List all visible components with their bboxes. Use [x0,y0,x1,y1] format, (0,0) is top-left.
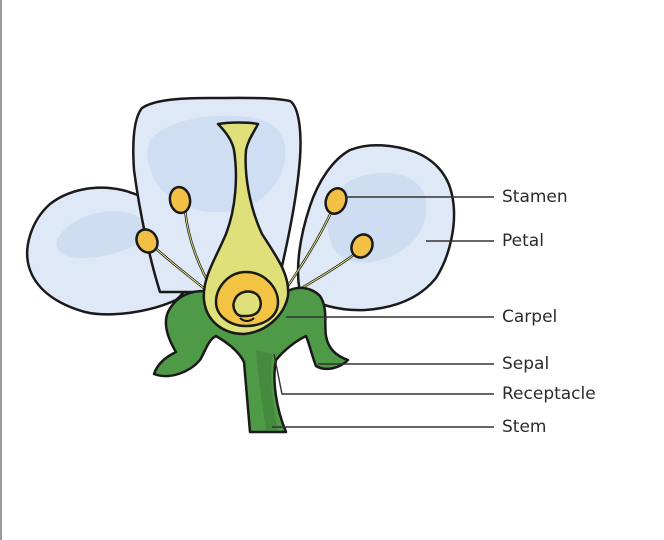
leader-receptacle [273,353,494,395]
petal-right [296,143,456,312]
carpel [202,121,290,336]
label-carpel: Carpel [502,307,557,327]
label-sepal: Sepal [502,354,549,374]
stamen-anthers [135,185,374,259]
leader-lines [272,196,494,428]
label-stem: Stem [502,417,546,437]
label-stamen: Stamen [502,187,568,207]
labels: Stamen Petal Carpel Sepal Receptacle Ste… [502,187,596,437]
sepals-and-stem [152,286,350,434]
label-petal: Petal [502,231,544,251]
label-receptacle: Receptacle [502,384,596,404]
page-left-border [0,0,2,540]
